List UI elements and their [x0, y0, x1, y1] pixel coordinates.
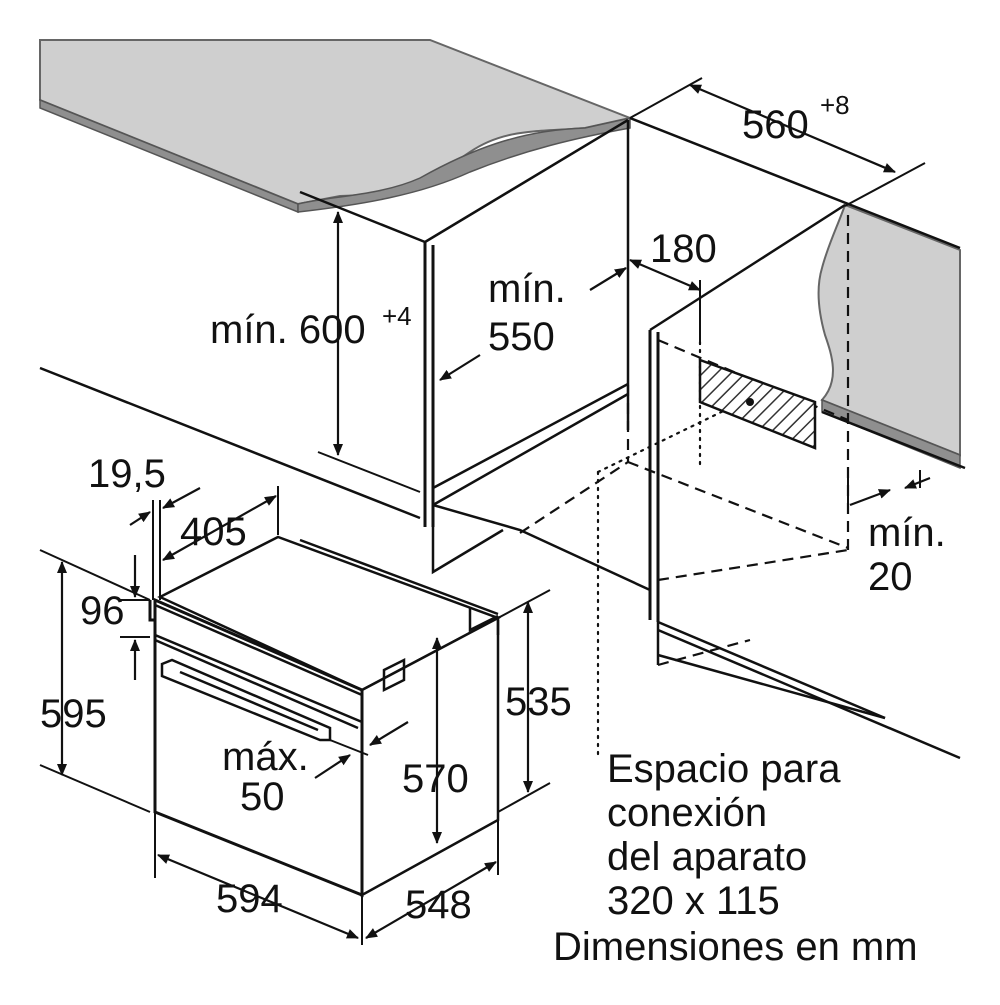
label-depth-max-1: máx. — [222, 735, 309, 779]
dimension-lines — [39, 77, 931, 945]
label-depth-405: 405 — [180, 510, 247, 554]
note-line-1: Espacio para — [607, 747, 841, 791]
note-line-4: 320 x 115 — [607, 879, 780, 923]
countertop-left — [39, 39, 634, 214]
label-cabinet-height: mín. 600 — [210, 308, 366, 352]
label-height-570: 570 — [402, 757, 469, 801]
label-depth-548: 548 — [405, 883, 472, 927]
label-cabinet-width: 560 — [742, 103, 809, 147]
label-gap-min-2: 20 — [868, 555, 913, 599]
label-depth-min-2: 550 — [488, 315, 555, 359]
countertop-right — [817, 203, 961, 470]
connection-note: Espacio para conexión del aparato 320 x … — [553, 747, 918, 969]
label-width-594: 594 — [216, 877, 283, 921]
label-cabinet-height-tol: +4 — [382, 301, 412, 331]
oven — [148, 535, 502, 898]
dimension-labels: 560 +8 mín. 600 +4 mín. 550 180 mín. 20 … — [40, 90, 946, 927]
label-depth-max-2: 50 — [240, 775, 285, 819]
connection-space — [698, 358, 817, 450]
note-line-3: del aparato — [607, 835, 807, 879]
label-offset-19-5: 19,5 — [88, 452, 166, 496]
label-gap-min-1: mín. — [868, 511, 946, 555]
note-line-2: conexión — [607, 791, 767, 835]
label-height-595: 595 — [40, 692, 107, 736]
label-cabinet-width-tol: +8 — [820, 90, 850, 120]
units-caption: Dimensiones en mm — [553, 925, 918, 969]
label-height-535: 535 — [505, 680, 572, 724]
label-height-96: 96 — [80, 589, 125, 633]
label-recess-width: 180 — [650, 227, 717, 271]
label-depth-min-1: mín. — [488, 267, 566, 311]
